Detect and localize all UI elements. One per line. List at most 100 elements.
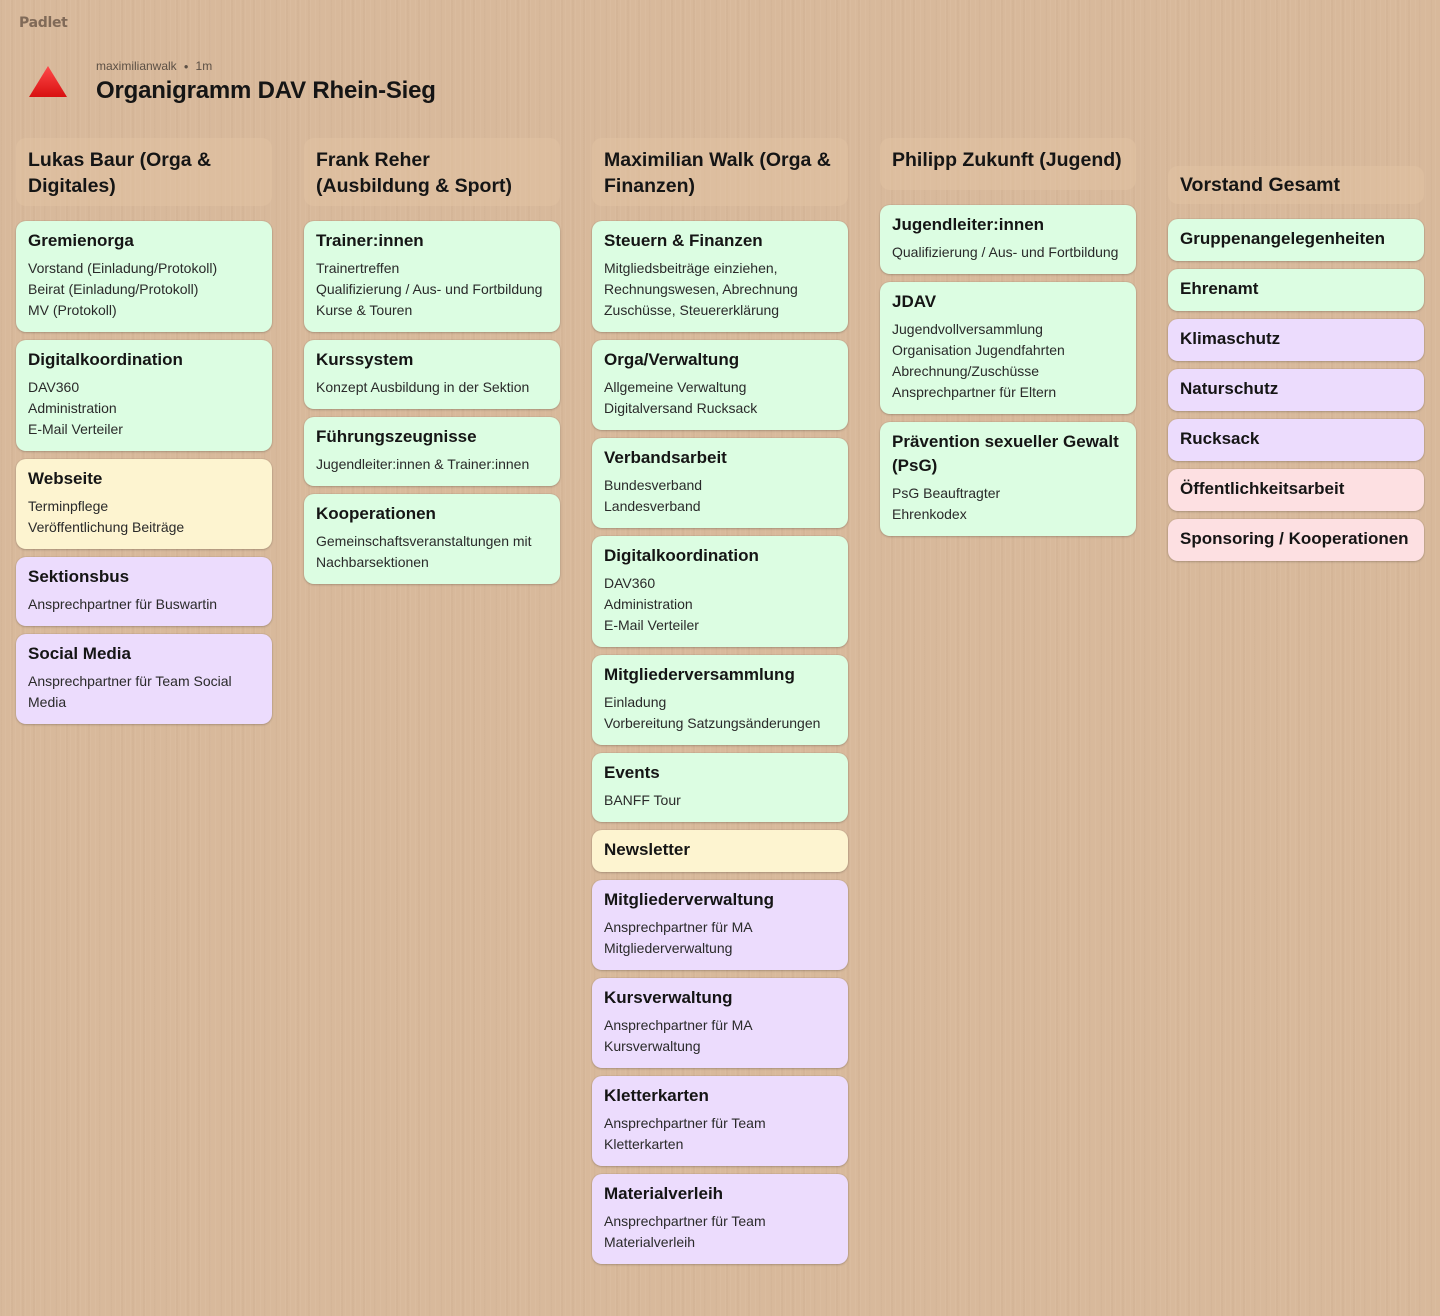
- card-line: Gemeinschaftsveranstaltungen mit Nachbar…: [316, 533, 532, 570]
- card-title: Gremienorga: [28, 231, 134, 250]
- board-icon: [29, 66, 67, 97]
- card-rucksack[interactable]: Rucksack: [1168, 419, 1424, 461]
- card-kursverwaltung[interactable]: Kursverwaltung Ansprechpartner für MA Ku…: [592, 978, 848, 1068]
- column-philipp-zukunft: Philipp Zukunft (Jugend) Jugendleiter:in…: [880, 138, 1136, 544]
- card-line: Ansprechpartner für Team Materialverleih: [604, 1213, 766, 1250]
- card-line: Mitgliedsbeiträge einziehen, Rechnungswe…: [604, 260, 798, 318]
- card-line: Ansprechpartner für Team Social Media: [28, 673, 232, 710]
- card-title: Newsletter: [604, 840, 690, 859]
- card-trainerinnen[interactable]: Trainer:innen Trainertreffen Qualifizier…: [304, 221, 560, 332]
- card-verbandsarbeit[interactable]: Verbandsarbeit Bundesverband Landesverba…: [592, 438, 848, 528]
- card-title: Naturschutz: [1180, 379, 1279, 398]
- card-newsletter[interactable]: Newsletter: [592, 830, 848, 872]
- card-praevention[interactable]: Prävention sexueller Gewalt (PsG) PsG Be…: [880, 422, 1136, 536]
- card-title: Steuern & Finanzen: [604, 231, 763, 250]
- card-line: DAV360: [28, 379, 80, 395]
- column-vorstand-gesamt: Vorstand Gesamt Gruppenangelegenheiten E…: [1168, 138, 1424, 569]
- card-line: Ehrenkodex: [892, 506, 967, 522]
- card-line: Kurse & Touren: [316, 302, 413, 318]
- column-header[interactable]: Vorstand Gesamt: [1168, 166, 1424, 204]
- card-gruppenangelegenheiten[interactable]: Gruppenangelegenheiten: [1168, 219, 1424, 261]
- card-line: Qualifizierung / Aus- und Fortbildung: [316, 281, 543, 297]
- card-klimaschutz[interactable]: Klimaschutz: [1168, 319, 1424, 361]
- card-line: PsG Beauftragter: [892, 485, 1001, 501]
- card-line: Veröffentlichung Beiträge: [28, 519, 185, 535]
- card-line: Trainertreffen: [316, 260, 400, 276]
- card-oeffentlichkeitsarbeit[interactable]: Öffentlichkeitsarbeit: [1168, 469, 1424, 511]
- card-jugendleiterinnen[interactable]: Jugendleiter:innen Qualifizierung / Aus-…: [880, 205, 1136, 274]
- card-line: Allgemeine Verwaltung: [604, 379, 747, 395]
- card-events[interactable]: Events BANFF Tour: [592, 753, 848, 822]
- card-line: Qualifizierung / Aus- und Fortbildung: [892, 244, 1119, 260]
- card-title: Mitgliederversammlung: [604, 665, 795, 684]
- card-line: Administration: [604, 596, 693, 612]
- card-title: Führungszeugnisse: [316, 427, 477, 446]
- padlet-logo[interactable]: Padlet: [19, 15, 68, 31]
- card-line: Abrechnung/Zuschüsse: [892, 363, 1040, 379]
- card-title: Digitalkoordination: [604, 546, 759, 565]
- card-gremienorga[interactable]: Gremienorga Vorstand (Einladung/Protokol…: [16, 221, 272, 332]
- card-title: Ehrenamt: [1180, 279, 1259, 298]
- card-kletterkarten[interactable]: Kletterkarten Ansprechpartner für Team K…: [592, 1076, 848, 1166]
- card-line: Ansprechpartner für MA Kursverwaltung: [604, 1017, 752, 1054]
- card-line: E-Mail Verteiler: [604, 617, 699, 633]
- card-title: JDAV: [892, 292, 937, 311]
- card-line: Digitalversand Rucksack: [604, 400, 758, 416]
- column-header[interactable]: Maximilian Walk (Orga & Finanzen): [592, 138, 848, 206]
- card-jdav[interactable]: JDAV Jugendvollversammlung Organisation …: [880, 282, 1136, 414]
- card-sponsoring-kooperationen[interactable]: Sponsoring / Kooperationen: [1168, 519, 1424, 561]
- card-line: Landesverband: [604, 498, 701, 514]
- card-line: MV (Protokoll): [28, 302, 117, 318]
- card-ehrenamt[interactable]: Ehrenamt: [1168, 269, 1424, 311]
- card-title: Kursverwaltung: [604, 988, 733, 1007]
- card-digitalkoordination[interactable]: Digitalkoordination DAV360 Administratio…: [592, 536, 848, 647]
- card-digitalkoordination[interactable]: Digitalkoordination DAV360 Administratio…: [16, 340, 272, 451]
- card-title: Sektionsbus: [28, 567, 130, 586]
- column-header[interactable]: Frank Reher (Ausbildung & Sport): [304, 138, 560, 206]
- separator-dot: ●: [183, 61, 189, 71]
- card-fuehrungszeugnisse[interactable]: Führungszeugnisse Jugendleiter:innen & T…: [304, 417, 560, 486]
- column-maximilian-walk: Maximilian Walk (Orga & Finanzen) Steuer…: [592, 138, 848, 1272]
- card-line: Ansprechpartner für Team Kletterkarten: [604, 1115, 766, 1152]
- card-title: Trainer:innen: [316, 231, 424, 250]
- card-line: Organisation Jugendfahrten: [892, 342, 1065, 358]
- card-line: Vorstand (Einladung/Protokoll): [28, 260, 218, 276]
- card-line: Jugendleiter:innen & Trainer:innen: [316, 456, 530, 472]
- card-title: Orga/Verwaltung: [604, 350, 740, 369]
- card-line: DAV360: [604, 575, 656, 591]
- card-title: Social Media: [28, 644, 131, 663]
- card-mitgliederverwaltung[interactable]: Mitgliederverwaltung Ansprechpartner für…: [592, 880, 848, 970]
- card-title: Klimaschutz: [1180, 329, 1281, 348]
- card-materialverleih[interactable]: Materialverleih Ansprechpartner für Team…: [592, 1174, 848, 1264]
- card-mitgliederversammlung[interactable]: Mitgliederversammlung Einladung Vorberei…: [592, 655, 848, 745]
- column-frank-reher: Frank Reher (Ausbildung & Sport) Trainer…: [304, 138, 560, 592]
- author-name[interactable]: maximilianwalk: [96, 59, 177, 73]
- card-line: Ansprechpartner für Buswartin: [28, 596, 218, 612]
- card-sektionsbus[interactable]: Sektionsbus Ansprechpartner für Buswarti…: [16, 557, 272, 626]
- card-title: Kurssystem: [316, 350, 414, 369]
- card-line: Administration: [28, 400, 117, 416]
- card-title: Digitalkoordination: [28, 350, 183, 369]
- card-naturschutz[interactable]: Naturschutz: [1168, 369, 1424, 411]
- card-kurssystem[interactable]: Kurssystem Konzept Ausbildung in der Sek…: [304, 340, 560, 409]
- card-title: Events: [604, 763, 660, 782]
- card-steuern-finanzen[interactable]: Steuern & Finanzen Mitgliedsbeiträge ein…: [592, 221, 848, 332]
- card-title: Prävention sexueller Gewalt (PsG): [892, 432, 1119, 475]
- card-line: Terminpflege: [28, 498, 109, 514]
- card-title: Sponsoring / Kooperationen: [1180, 529, 1409, 548]
- card-social-media[interactable]: Social Media Ansprechpartner für Team So…: [16, 634, 272, 724]
- card-line: Einladung: [604, 694, 667, 710]
- column-header[interactable]: Philipp Zukunft (Jugend): [880, 138, 1136, 190]
- card-title: Materialverleih: [604, 1184, 724, 1203]
- card-title: Gruppenangelegenheiten: [1180, 229, 1385, 248]
- card-line: E-Mail Verteiler: [28, 421, 123, 437]
- card-orga-verwaltung[interactable]: Orga/Verwaltung Allgemeine Verwaltung Di…: [592, 340, 848, 430]
- card-webseite[interactable]: Webseite Terminpflege Veröffentlichung B…: [16, 459, 272, 549]
- card-line: BANFF Tour: [604, 792, 681, 808]
- card-line: Vorbereitung Satzungsänderungen: [604, 715, 821, 731]
- card-kooperationen[interactable]: Kooperationen Gemeinschaftsveranstaltung…: [304, 494, 560, 584]
- card-title: Öffentlichkeitsarbeit: [1180, 479, 1345, 498]
- card-line: Konzept Ausbildung in der Sektion: [316, 379, 530, 395]
- card-title: Kooperationen: [316, 504, 436, 523]
- column-header[interactable]: Lukas Baur (Orga & Digitales): [16, 138, 272, 206]
